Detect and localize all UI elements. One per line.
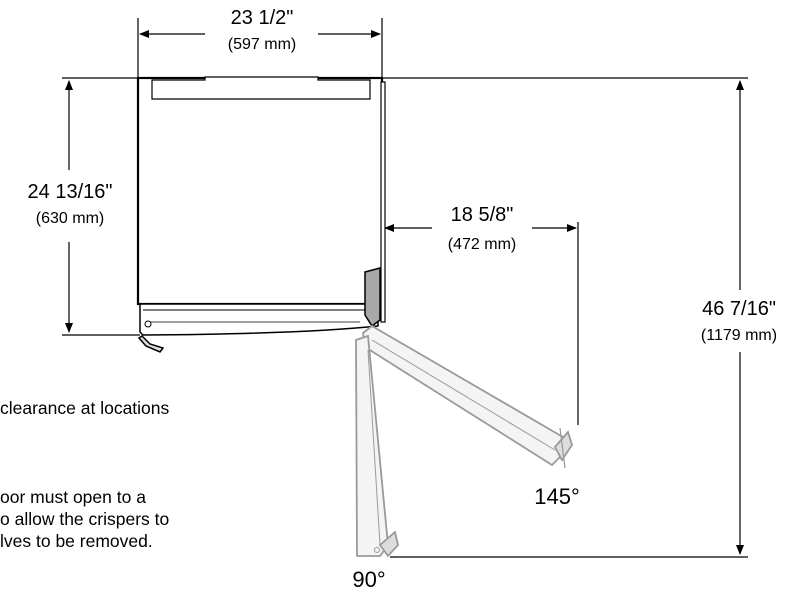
- width-mm-label: (597 mm): [227, 36, 297, 53]
- dimension-lines: [65, 30, 744, 555]
- note-line-4: lves to be removed.: [0, 531, 153, 551]
- cabinet-top-vent: [151, 76, 371, 100]
- note-line-2: oor must open to a: [0, 487, 146, 507]
- door-open-90: [355, 334, 399, 558]
- width-inch-label: 23 1/2": [230, 7, 294, 29]
- door-open-145: [362, 324, 573, 469]
- clearance-inch-label: 18 5/8": [450, 204, 514, 226]
- total-depth-inch-label: 46 7/16": [702, 298, 776, 320]
- open-door-edge: [364, 267, 381, 328]
- closed-door: [139, 303, 379, 336]
- refrigerator-cabinet: [136, 76, 386, 353]
- clearance-mm-label: (472 mm): [447, 236, 517, 253]
- note-line-3: o allow the crispers to: [0, 509, 170, 529]
- angle-90-label: 90°: [352, 567, 386, 592]
- door-handle-closed: [137, 335, 165, 353]
- angle-145-label: 145°: [534, 484, 580, 509]
- depth-mm-label: (630 mm): [35, 210, 105, 227]
- note-line-1: clearance at locations: [0, 398, 170, 418]
- total-depth-mm-label: (1179 mm): [700, 327, 778, 344]
- depth-inch-label: 24 13/16": [27, 181, 113, 203]
